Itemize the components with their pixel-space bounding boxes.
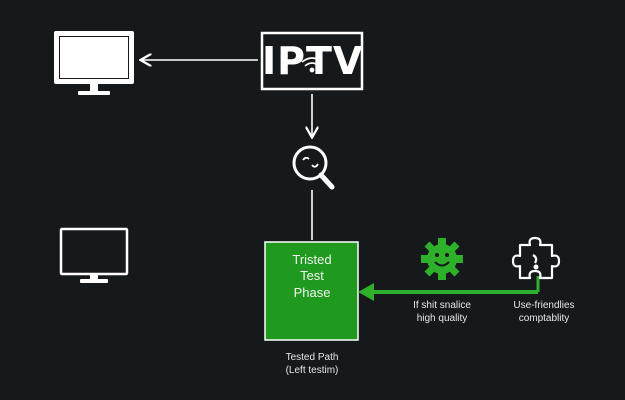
quality-line-1: If shit snalice <box>413 300 471 311</box>
iptv-logo-text: IPTV <box>262 39 364 83</box>
compatibility-label: Use-friendlies comptablity <box>494 300 594 325</box>
path-caption-line-2: (Left testim) <box>285 364 339 376</box>
green-arrow-to-box <box>358 276 540 301</box>
compatibility-line-2: comptablity <box>518 312 570 324</box>
smile-gear-icon <box>421 238 463 280</box>
path-caption: Tested Path (Left testim) <box>252 352 372 377</box>
trusted-box-line-2: Test <box>300 268 324 284</box>
monitor-icon-top <box>54 31 134 95</box>
quality-label: If shit snalice high quality <box>392 300 492 325</box>
monitor-icon-bottom <box>59 227 129 283</box>
puzzle-icon <box>511 236 561 280</box>
wifi-icon <box>301 57 323 73</box>
trusted-box-label: Tristed Test Phase <box>266 252 358 301</box>
trusted-test-phase-box <box>264 241 359 341</box>
compatibility-line-1: Use-friendlies <box>513 300 575 311</box>
search-icon <box>292 145 335 190</box>
trusted-box-line-1: Tristed <box>292 252 332 267</box>
quality-line-2: high quality <box>416 312 468 324</box>
path-caption-line-1: Tested Path <box>285 352 339 363</box>
iptv-logo <box>260 31 364 91</box>
trusted-box-line-3: Phase <box>293 284 331 300</box>
